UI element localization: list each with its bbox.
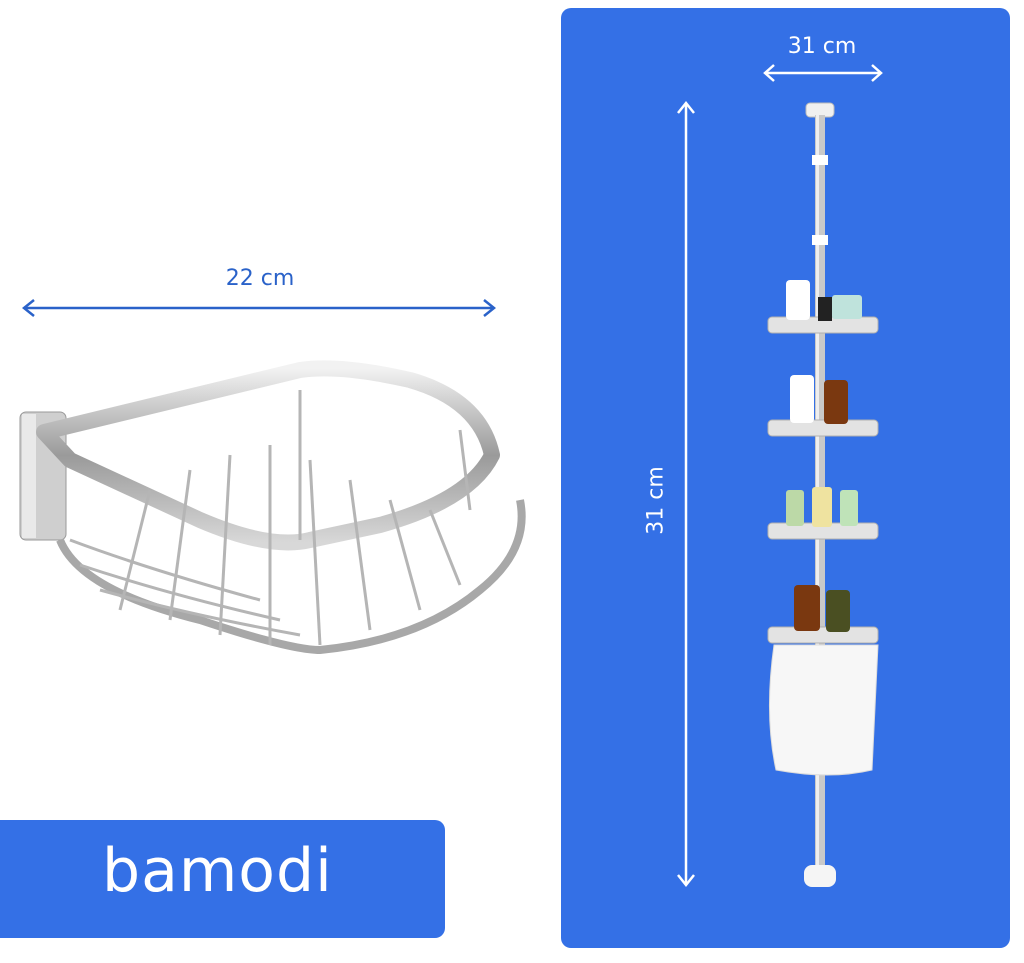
corner-basket-image — [19, 360, 526, 655]
shower-caddy-image — [767, 102, 879, 887]
brand-logo: bamodi — [102, 836, 333, 906]
caddy-height-label: 31 cm — [643, 466, 669, 535]
product-panel — [561, 8, 1010, 948]
basket-width-label: 22 cm — [225, 266, 295, 291]
caddy-width-label: 31 cm — [787, 34, 857, 59]
brand-logo-box — [0, 820, 445, 938]
basket-width-arrow — [21, 299, 497, 317]
caddy-height-arrow — [677, 100, 695, 888]
caddy-width-arrow — [763, 64, 883, 82]
